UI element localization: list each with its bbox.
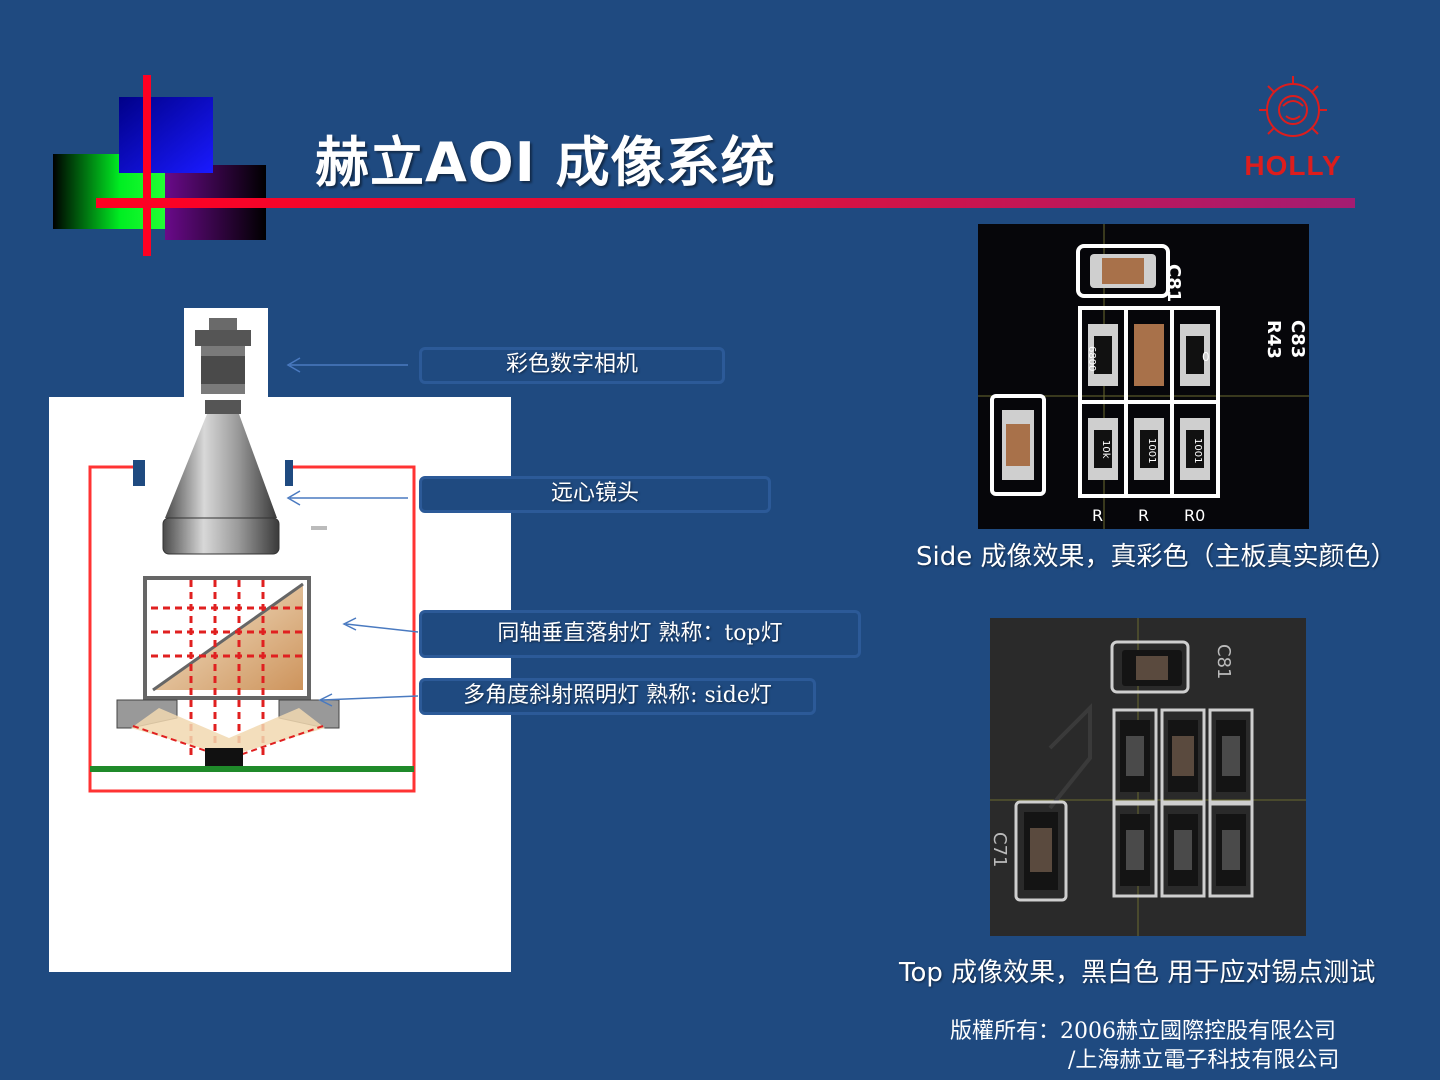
pcb-label-c83: C83 bbox=[1287, 320, 1308, 358]
side-caption: Side 成像效果，真彩色（主板真实颜色） bbox=[916, 536, 1397, 573]
title-underline bbox=[96, 198, 1355, 208]
pcb-label-r0: R0 bbox=[1184, 506, 1205, 525]
chip-text-4: 1001 bbox=[1146, 438, 1157, 463]
side-imaging-photo: C81 C83 R43 C71 R R R0 6800 0 10k 1001 1… bbox=[978, 224, 1309, 529]
chip-text-2: 0 bbox=[1202, 350, 1210, 364]
chip-text-5: 1001 bbox=[1192, 438, 1203, 463]
pcb-label-c81: C81 bbox=[1163, 264, 1184, 302]
top-light-label: 同轴垂直落射灯 熟称：top灯 bbox=[419, 610, 861, 658]
chip-text-1: 6800 bbox=[1086, 346, 1097, 371]
camera-label: 彩色数字相机 bbox=[419, 347, 725, 384]
top-caption: Top 成像效果，黑白色 用于应对锡点测试 bbox=[899, 952, 1375, 989]
page-title: 赫立AOI 成像系统 bbox=[315, 118, 776, 197]
pcb-label-r-a: R bbox=[1092, 506, 1103, 525]
camera-icon bbox=[195, 318, 251, 394]
decorative-corner-graphic bbox=[0, 0, 280, 270]
side-light-label: 多角度斜射照明灯 熟称: side灯 bbox=[419, 678, 816, 715]
chip-text-3: 10k bbox=[1100, 440, 1111, 459]
telecentric-lens-icon bbox=[133, 400, 327, 554]
pcb-label-r43: R43 bbox=[1263, 320, 1284, 359]
pcb-label-c71-top: C71 bbox=[990, 832, 1010, 867]
copyright-line-1: 版權所有：2006赫立國際控股有限公司 bbox=[950, 1013, 1336, 1045]
lens-label: 远心镜头 bbox=[419, 476, 771, 513]
top-imaging-photo: C81 C71 bbox=[990, 618, 1306, 936]
logo-text: HOLLY bbox=[1228, 150, 1358, 182]
copyright-line-2: /上海赫立電子科技有限公司 bbox=[1068, 1042, 1339, 1074]
lighting-assembly-icon bbox=[90, 578, 414, 772]
pcb-label-c81-top: C81 bbox=[1213, 644, 1234, 679]
pcb-label-r-b: R bbox=[1138, 506, 1149, 525]
